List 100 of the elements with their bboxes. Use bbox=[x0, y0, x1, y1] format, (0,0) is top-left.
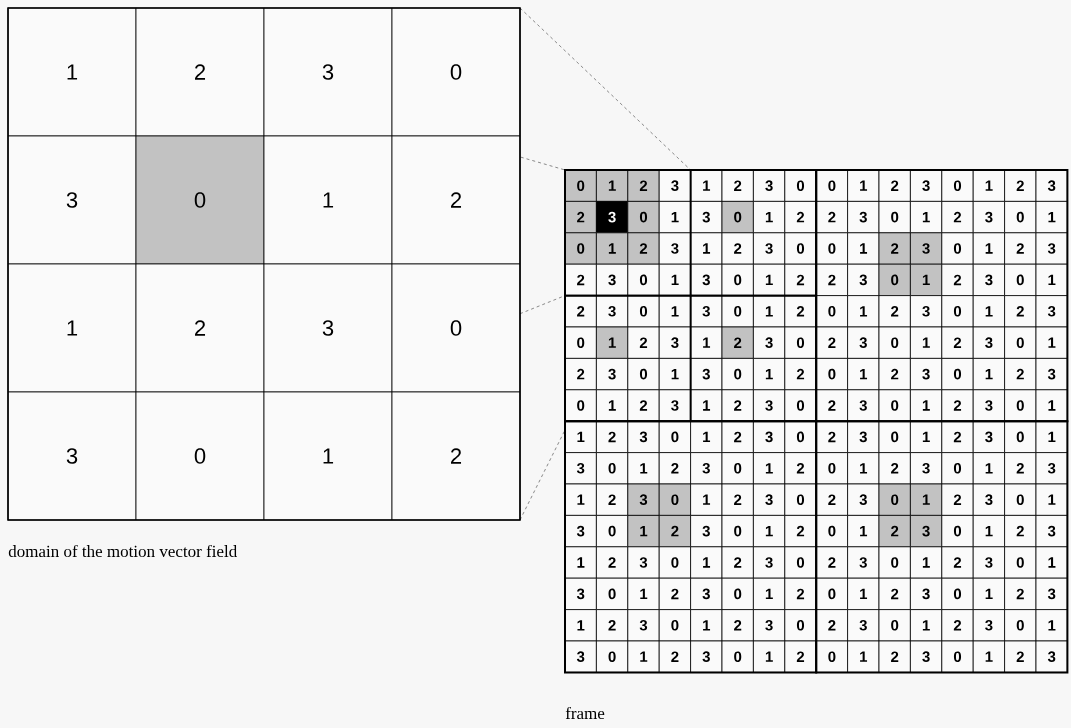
table-cell: 3 bbox=[1035, 295, 1068, 328]
table-cell: 2 bbox=[627, 326, 660, 359]
table-cell: 3 bbox=[972, 389, 1005, 422]
table-cell: 3 bbox=[847, 546, 880, 579]
table-cell: 3 bbox=[972, 201, 1005, 234]
table-cell: 2 bbox=[878, 358, 911, 391]
table-cell: 0 bbox=[941, 640, 974, 673]
table-cell: 3 bbox=[596, 201, 629, 234]
table-cell: 2 bbox=[878, 295, 911, 328]
table-cell: 2 bbox=[941, 263, 974, 296]
table-cell: 1 bbox=[627, 640, 660, 673]
table-cell: 3 bbox=[847, 420, 880, 453]
table-cell: 3 bbox=[1035, 640, 1068, 673]
table-cell: 0 bbox=[627, 358, 660, 391]
table-cell: 0 bbox=[878, 326, 911, 359]
table-cell: 3 bbox=[753, 546, 786, 579]
table-cell: 0 bbox=[941, 169, 974, 202]
table-cell: 3 bbox=[564, 515, 597, 548]
table-cell: 3 bbox=[972, 483, 1005, 516]
table-cell: 2 bbox=[815, 609, 848, 642]
table-cell: 2 bbox=[658, 452, 691, 485]
table-cell: 1 bbox=[910, 420, 943, 453]
table-cell: 0 bbox=[627, 263, 660, 296]
table-cell: 3 bbox=[1035, 577, 1068, 610]
table-cell: 0 bbox=[658, 483, 691, 516]
table-cell: 0 bbox=[941, 295, 974, 328]
table-cell: 1 bbox=[690, 546, 723, 579]
table-cell: 3 bbox=[910, 169, 943, 202]
table-cell: 3 bbox=[263, 7, 393, 137]
table-cell: 2 bbox=[1004, 358, 1037, 391]
table-cell: 0 bbox=[878, 389, 911, 422]
table-cell: 2 bbox=[627, 389, 660, 422]
table-cell: 1 bbox=[753, 640, 786, 673]
table-cell: 3 bbox=[847, 326, 880, 359]
table-cell: 2 bbox=[941, 609, 974, 642]
table-cell: 2 bbox=[564, 201, 597, 234]
table-cell: 0 bbox=[878, 483, 911, 516]
table-cell: 2 bbox=[721, 546, 754, 579]
table-cell: 1 bbox=[627, 577, 660, 610]
table-cell: 0 bbox=[596, 515, 629, 548]
table-cell: 2 bbox=[721, 609, 754, 642]
table-cell: 3 bbox=[910, 577, 943, 610]
table-cell: 0 bbox=[721, 263, 754, 296]
table-cell: 1 bbox=[753, 577, 786, 610]
table-cell: 3 bbox=[1035, 358, 1068, 391]
table-cell: 0 bbox=[815, 232, 848, 265]
table-cell: 0 bbox=[721, 577, 754, 610]
table-cell: 0 bbox=[878, 420, 911, 453]
table-cell: 2 bbox=[135, 7, 265, 137]
table-cell: 0 bbox=[1004, 546, 1037, 579]
table-cell: 1 bbox=[690, 483, 723, 516]
table-cell: 3 bbox=[753, 389, 786, 422]
table-cell: 0 bbox=[627, 201, 660, 234]
table-cell: 0 bbox=[1004, 483, 1037, 516]
table-cell: 1 bbox=[564, 483, 597, 516]
table-cell: 2 bbox=[815, 326, 848, 359]
table-cell: 2 bbox=[1004, 169, 1037, 202]
table-cell: 1 bbox=[972, 295, 1005, 328]
table-cell: 2 bbox=[596, 420, 629, 453]
table-cell: 2 bbox=[596, 609, 629, 642]
table-cell: 1 bbox=[658, 263, 691, 296]
table-cell: 2 bbox=[784, 263, 817, 296]
caption: frame bbox=[565, 706, 605, 720]
table-cell: 1 bbox=[753, 515, 786, 548]
table-cell: 1 bbox=[910, 389, 943, 422]
table-cell: 2 bbox=[784, 452, 817, 485]
table-cell: 2 bbox=[941, 326, 974, 359]
table-cell: 1 bbox=[847, 295, 880, 328]
table-cell: 2 bbox=[1004, 295, 1037, 328]
table-cell: 3 bbox=[910, 358, 943, 391]
table-cell: 3 bbox=[910, 640, 943, 673]
table-cell: 3 bbox=[753, 232, 786, 265]
table-cell: 0 bbox=[596, 640, 629, 673]
table-cell: 0 bbox=[815, 452, 848, 485]
table-cell: 1 bbox=[753, 358, 786, 391]
table-cell: 2 bbox=[878, 515, 911, 548]
table-cell: 3 bbox=[690, 263, 723, 296]
table-cell: 0 bbox=[878, 263, 911, 296]
table-cell: 2 bbox=[878, 169, 911, 202]
table-cell: 1 bbox=[7, 7, 137, 137]
table-cell: 0 bbox=[721, 640, 754, 673]
table-cell: 1 bbox=[1035, 546, 1068, 579]
table-cell: 3 bbox=[7, 391, 137, 521]
table-cell: 2 bbox=[721, 483, 754, 516]
table-cell: 2 bbox=[784, 358, 817, 391]
table-cell: 3 bbox=[910, 515, 943, 548]
table-cell: 0 bbox=[721, 452, 754, 485]
table-cell: 0 bbox=[721, 515, 754, 548]
table-cell: 1 bbox=[263, 135, 393, 265]
table-cell: 0 bbox=[658, 609, 691, 642]
table-cell: 0 bbox=[815, 358, 848, 391]
table-cell: 2 bbox=[784, 640, 817, 673]
table-cell: 3 bbox=[972, 420, 1005, 453]
table-cell: 1 bbox=[658, 201, 691, 234]
table-cell: 2 bbox=[721, 389, 754, 422]
table-cell: 2 bbox=[564, 263, 597, 296]
table-cell: 2 bbox=[721, 420, 754, 453]
table-cell: 2 bbox=[941, 389, 974, 422]
table-cell: 1 bbox=[658, 358, 691, 391]
table-cell: 0 bbox=[1004, 326, 1037, 359]
